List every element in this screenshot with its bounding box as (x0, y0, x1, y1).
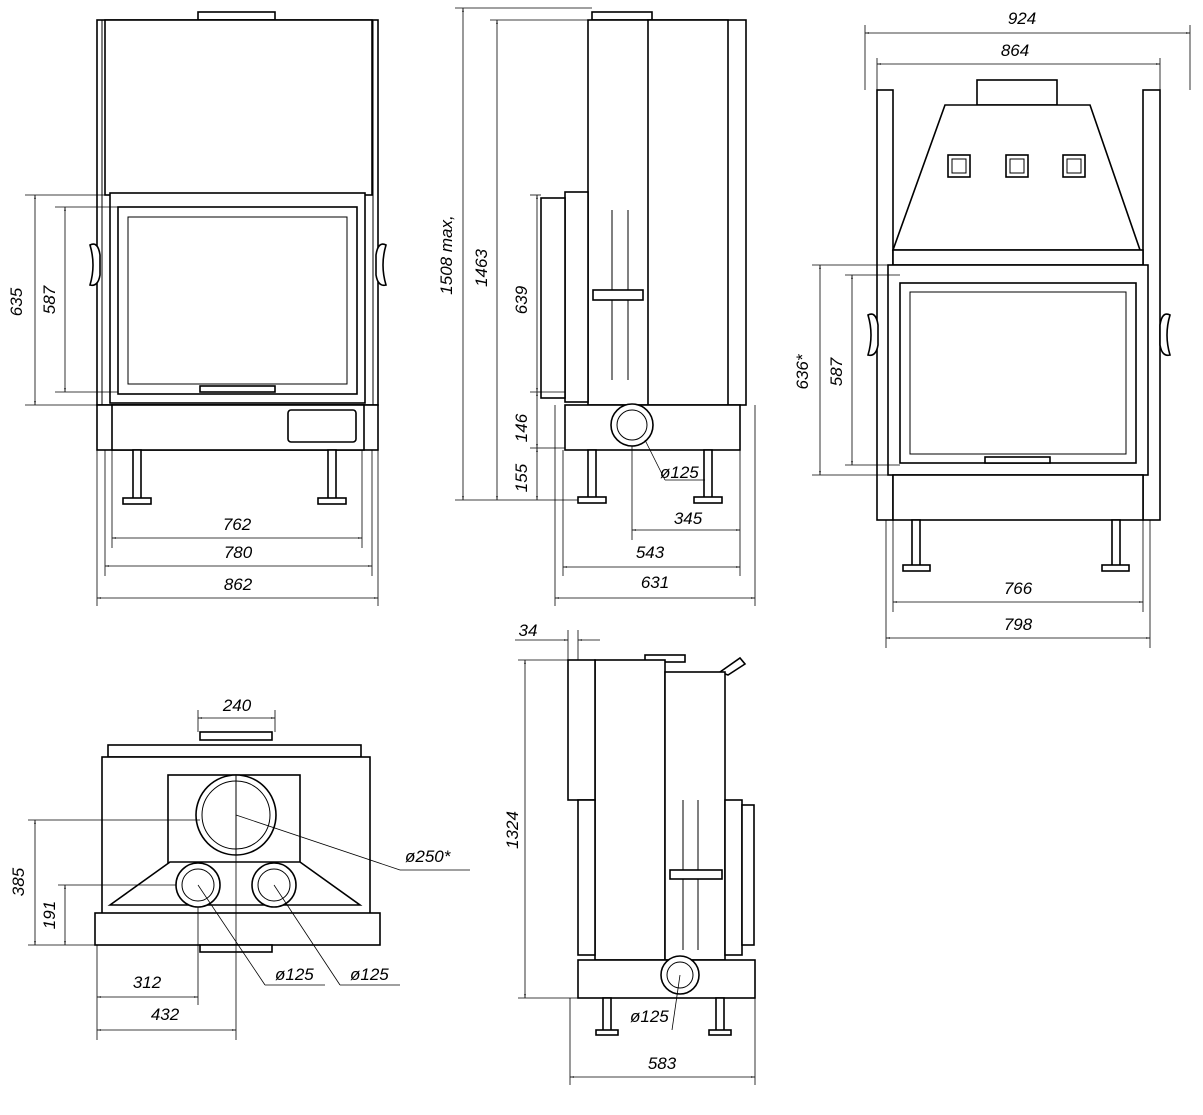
dim-635: 635 (7, 287, 26, 316)
dim-631: 631 (641, 573, 669, 592)
dim-flue-125-2: ø125 (630, 1007, 669, 1026)
dim-240: 240 (222, 696, 252, 715)
dim-766: 766 (1004, 579, 1033, 598)
front-view: 635 587 762 780 862 (7, 11, 388, 606)
dim-862: 862 (224, 575, 253, 594)
dim-345: 345 (674, 509, 703, 528)
side-view-opposite: 34 1324 ø125 583 (503, 621, 756, 1085)
dim-312: 312 (133, 973, 162, 992)
dim-146: 146 (512, 413, 531, 442)
front-view-without-hood-cover: 924 864 636* 587 766 798 (793, 9, 1191, 648)
right-handle-icon (375, 243, 388, 287)
dim-385: 385 (9, 867, 28, 896)
dim-587-right: 587 (827, 357, 846, 386)
dim-762: 762 (223, 515, 252, 534)
dim-flue-125: ø125 (660, 463, 699, 482)
dim-583: 583 (648, 1054, 677, 1073)
left-handle-icon (88, 243, 101, 287)
dim-191: 191 (40, 901, 59, 929)
dim-1508-max: 1508 max, (437, 215, 456, 294)
dim-587: 587 (40, 285, 59, 314)
dim-inlet-125-left: ø125 (275, 965, 314, 984)
dim-155: 155 (512, 463, 531, 492)
dim-outlet-250: ø250* (405, 847, 452, 866)
dim-1324: 1324 (503, 811, 522, 849)
air-control-panel (287, 409, 357, 443)
dim-432: 432 (151, 1005, 180, 1024)
dim-924: 924 (1008, 9, 1036, 28)
dim-inlet-125-right: ø125 (350, 965, 389, 984)
dim-1463: 1463 (472, 249, 491, 287)
side-view: 1508 max, 1463 639 146 155 ø125 345 543 … (437, 7, 756, 606)
dim-639: 639 (512, 285, 531, 314)
dim-34: 34 (519, 621, 538, 640)
dim-543: 543 (636, 543, 665, 562)
dim-780: 780 (224, 543, 253, 562)
dim-798: 798 (1004, 615, 1033, 634)
dim-636: 636* (793, 353, 812, 389)
top-view: 240 385 191 312 432 ø250* ø125 ø125 (9, 696, 470, 1040)
dim-864: 864 (1001, 41, 1029, 60)
